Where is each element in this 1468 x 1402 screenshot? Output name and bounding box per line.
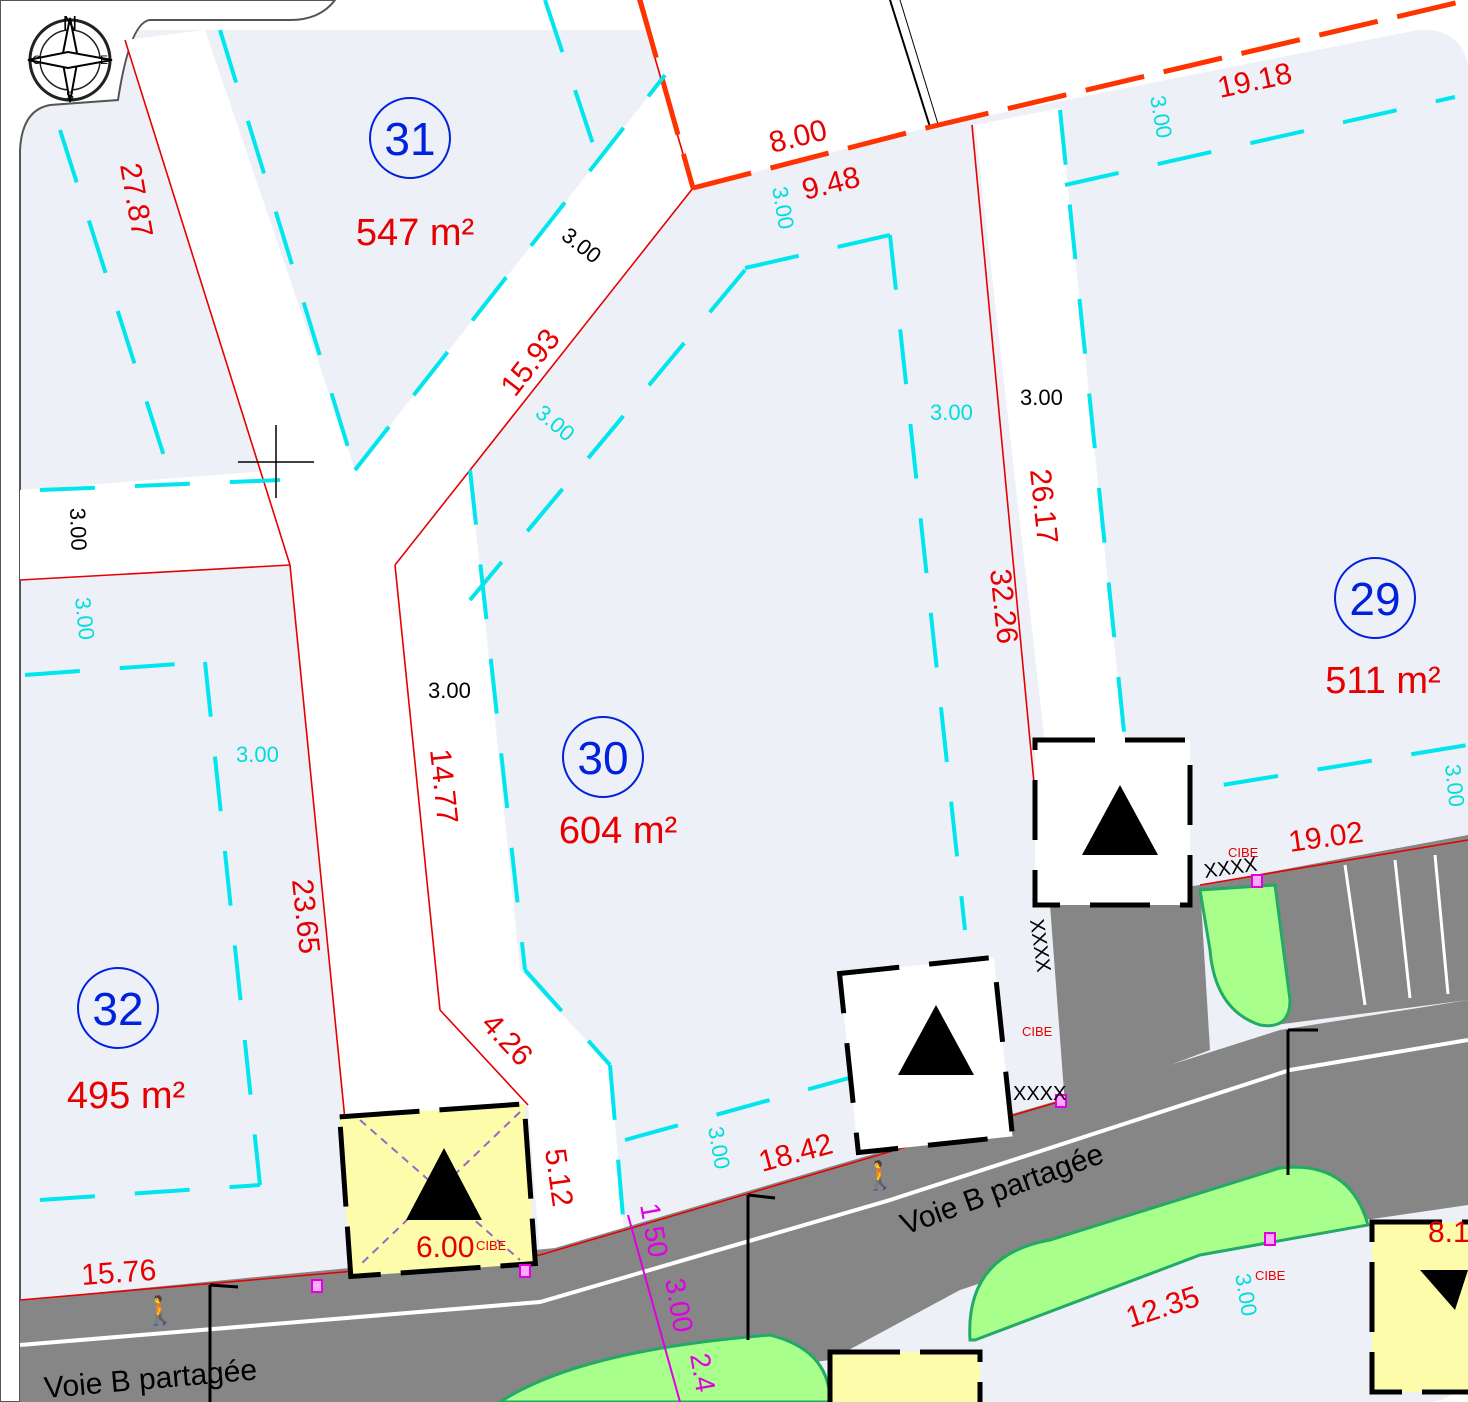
lot-area: 511 m² [1325, 660, 1440, 702]
lot-29: 29 511 m² [1325, 557, 1441, 702]
access-grey [1050, 885, 1210, 1105]
compass-icon: N S E O [27, 13, 113, 103]
cibe-label: CIBE [476, 1238, 507, 1253]
cibe-label: CIBE [1022, 1024, 1053, 1039]
building-marker-4 [1369, 1219, 1468, 1395]
lane-center [395, 470, 625, 1255]
dim-6-00: 6.00 [416, 1231, 474, 1264]
setback-label: 3.00 [1440, 763, 1468, 808]
road-main [20, 1000, 1468, 1402]
building-marker-3 [336, 1101, 539, 1280]
pedestrian-icon: 🚶 [143, 1294, 178, 1327]
lot-number: 29 [1349, 573, 1400, 625]
vertical-dim-line [627, 1214, 681, 1402]
setback-lines [24, 0, 1468, 1241]
green-island-3 [497, 1333, 832, 1402]
lot-30: 30 604 m² [559, 716, 677, 852]
x-marker: XXXX [1013, 1083, 1066, 1105]
lot-31: 31 547 m² [356, 97, 474, 254]
utility-boxes [311, 874, 1276, 1293]
dim-32-26: 32.26 [983, 567, 1024, 645]
setback-label: 3.00 [70, 596, 99, 641]
lot-32: 32 495 m² [67, 967, 185, 1117]
lot-area: 495 m² [67, 1075, 185, 1117]
green-island-1 [1198, 883, 1292, 1028]
street-lamps [208, 1028, 1318, 1402]
lot-boundaries [19, 0, 1468, 1301]
compass-west: O [32, 53, 41, 67]
width-label: 3.00 [1020, 385, 1063, 410]
setback-label: 3.00 [236, 742, 279, 767]
lane-east [975, 108, 1130, 800]
width-label: 3.00 [65, 507, 91, 551]
north-block-line [889, 0, 931, 128]
lot-area: 604 m² [559, 810, 677, 852]
lot-number: 30 [577, 732, 628, 784]
dim-15-76: 15.76 [80, 1254, 157, 1292]
compass-north: N [63, 13, 77, 35]
lot-area: 547 m² [356, 212, 474, 254]
cibe-label: CIBE [1228, 845, 1259, 860]
lot-number: 31 [384, 113, 435, 165]
green-island-2 [968, 1165, 1370, 1342]
lane-west [20, 470, 290, 580]
dim-26-17: 26.17 [1023, 467, 1064, 545]
dim-8-1: 8.1 [1428, 1216, 1468, 1249]
cibe-label: CIBE [1255, 1268, 1286, 1283]
pedestrian-icon-2: 🚶 [863, 1159, 898, 1192]
compass-south: S [66, 89, 74, 103]
building-marker-1 [1032, 737, 1193, 908]
thick-boundary [637, 0, 1468, 191]
building-marker-5 [827, 1349, 983, 1402]
lane-left [125, 30, 693, 1120]
building-marker-2 [836, 954, 1016, 1156]
setback-label: 3.00 [930, 400, 973, 425]
north-block-line2 [899, 0, 939, 125]
parking-stalls [1343, 854, 1450, 1006]
compass-east: E [100, 53, 108, 67]
dim-23-65: 23.65 [285, 877, 326, 955]
dim-14-77: 14.77 [423, 747, 464, 825]
lot-number: 32 [92, 983, 143, 1035]
dim-5-12: 5.12 [538, 1146, 579, 1208]
vertical-dim: 2.4 [684, 1351, 721, 1395]
road-center-line [19, 1038, 1468, 1347]
width-label: 3.00 [428, 678, 471, 703]
